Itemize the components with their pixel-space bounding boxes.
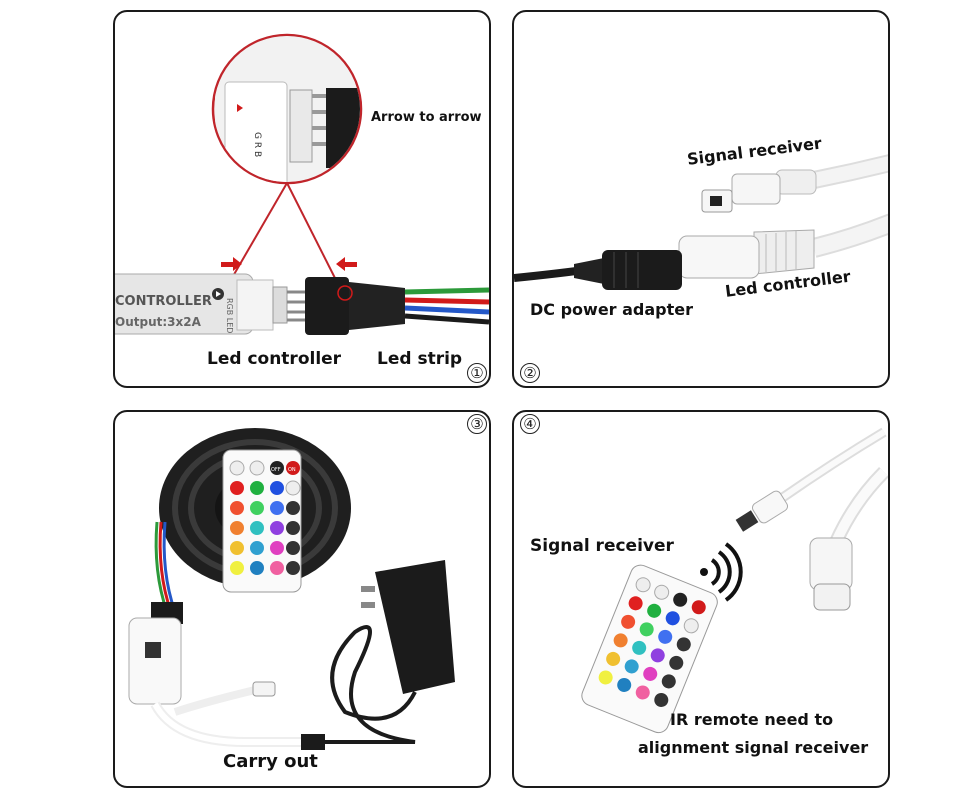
label-dc-power-adapter: DC power adapter [530,300,693,319]
label-ir-line1: IR remote need to [670,710,833,729]
panel-number: ① [467,363,487,383]
controller-box-line2: Output:3x2A [115,315,202,329]
panel-4-ir-remote: Signal receiver IR remote need to alignm… [512,410,890,788]
label-signal-receiver: Signal receiver [530,536,674,556]
zoom-circle: G R B [213,32,366,192]
arrow-icon [336,257,357,271]
remote-control: OFF ON [223,450,301,592]
panel-1-illustration: G R B CONTROLLER Output:3x2A RGB LED [115,12,489,386]
signal-receiver-cable [736,432,884,532]
controller-plug-tag: RGB LED [225,298,234,333]
panel-number: ② [520,363,540,383]
off-button-label: OFF [271,467,281,473]
arrow-icon [221,257,242,271]
dc-plug [514,250,682,290]
label-carry-out: Carry out [223,751,318,772]
signal-receiver-cable [702,162,888,212]
panel-2-power: Signal receiver Led controller DC power … [512,10,890,388]
power-adapter [325,560,455,742]
controller-box-line1: CONTROLLER [115,294,212,309]
label-ir-line2: alignment signal receiver [638,738,868,757]
controller-box: CONTROLLER Output:3x2A RGB LED [115,274,305,334]
panel-3-kit: OFF ON Carry ou [113,410,491,788]
panel-2-illustration [514,12,888,386]
on-button-label: ON [288,467,296,473]
strip-plug [305,277,489,335]
pin-labels: G R B [252,132,262,157]
zoom-line-right [287,183,341,290]
label-arrow-to-arrow: Arrow to arrow [371,110,482,125]
label-led-controller: Led controller [207,349,341,369]
label-led-strip: Led strip [377,349,462,369]
panel-3-illustration: OFF ON [115,412,489,786]
panel-1-connection: G R B CONTROLLER Output:3x2A RGB LED [113,10,491,388]
led-controller-cable [810,472,884,610]
panel-number: ④ [520,414,540,434]
wifi-controller [129,602,325,750]
panel-number: ③ [467,414,487,434]
led-controller-cable [679,222,888,278]
panel-4-illustration [514,412,888,786]
